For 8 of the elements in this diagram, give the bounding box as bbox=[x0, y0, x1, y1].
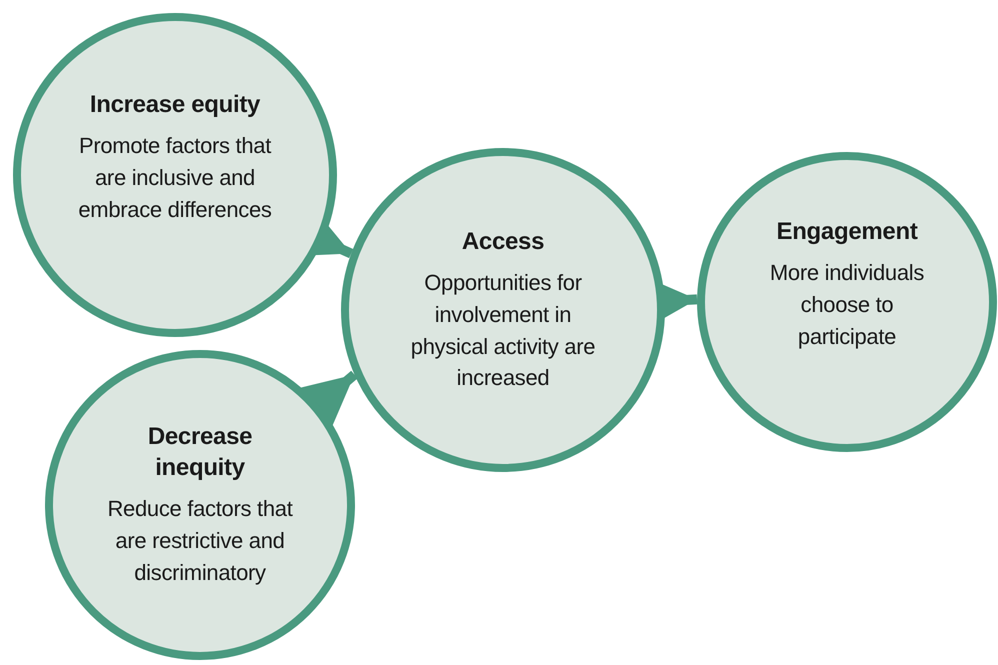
circle-heading: Increase equity bbox=[88, 90, 262, 120]
circle-heading: Engagement bbox=[775, 216, 919, 247]
circle-text: Opportunities for involvement in physical activity are increased bbox=[410, 268, 596, 392]
circle-text: More individuals choose to participate bbox=[768, 258, 926, 351]
circle-heading: Access bbox=[460, 226, 546, 257]
circle-text: Reduce factors that are restrictive and discriminatory bbox=[106, 495, 294, 588]
circle-heading: Decrease inequity bbox=[146, 422, 254, 484]
circle-text: Promote factors that are inclusive and embrace differences bbox=[77, 132, 273, 224]
